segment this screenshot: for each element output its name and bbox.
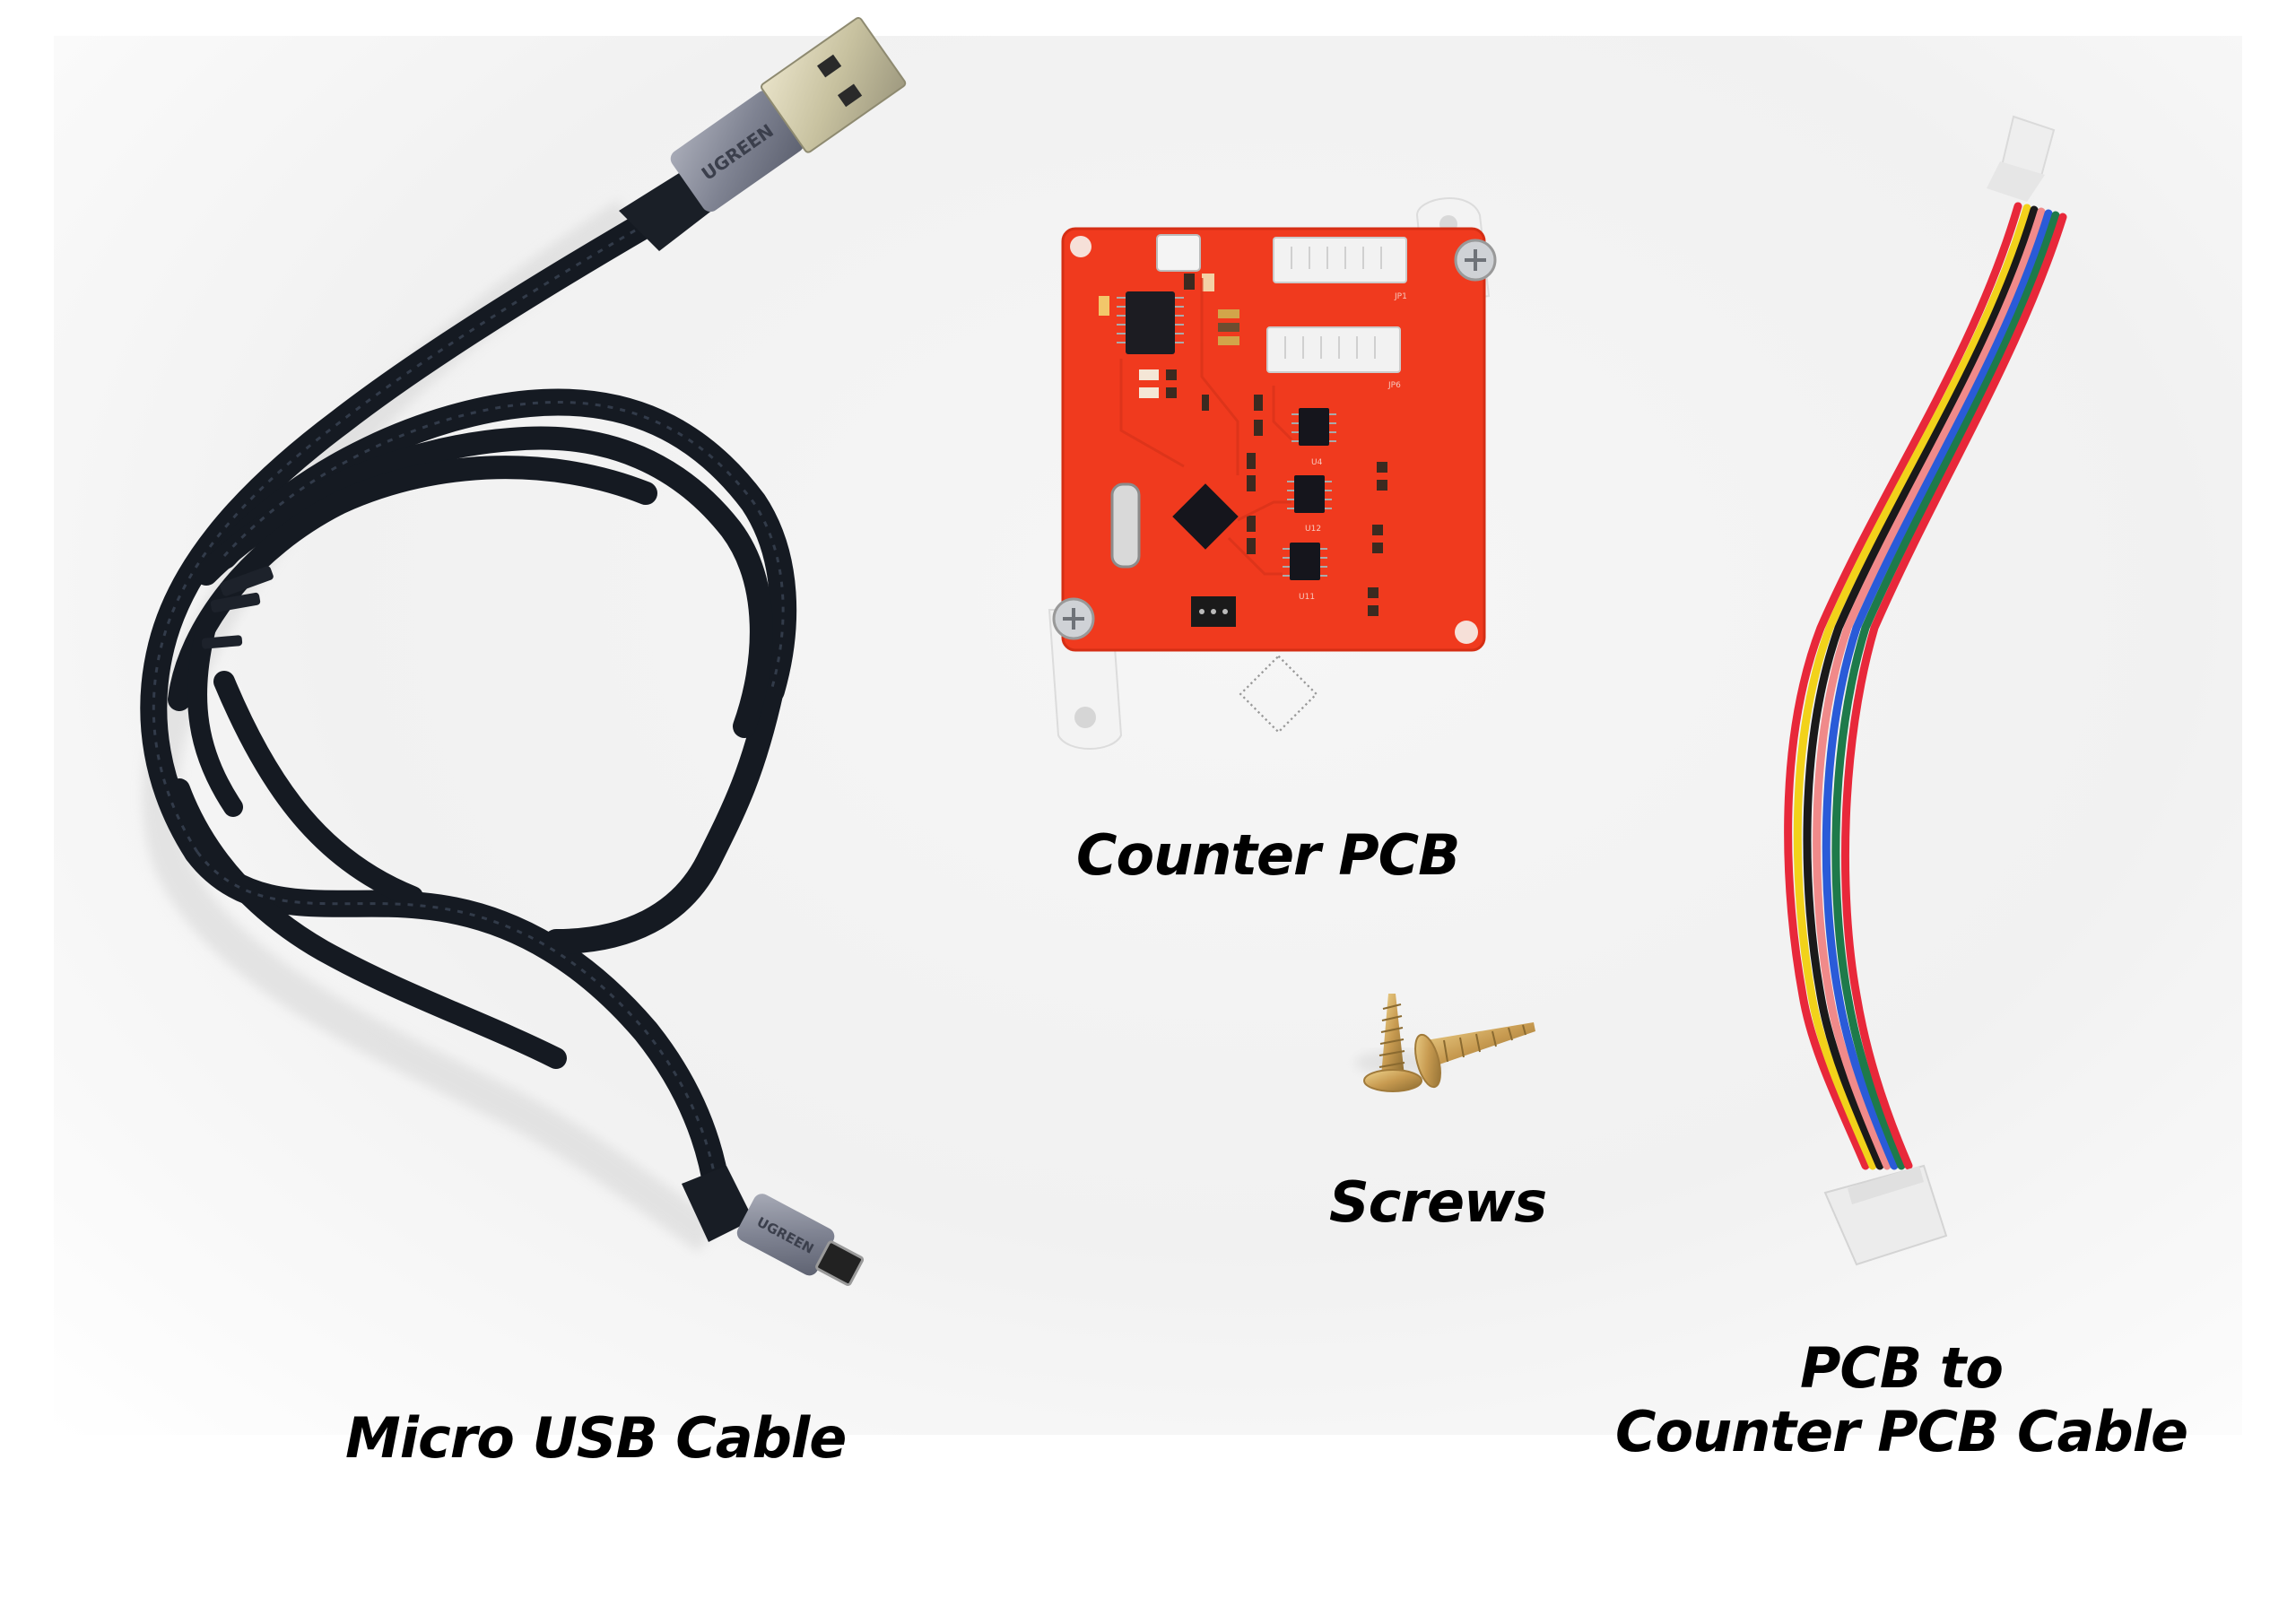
screws: [1354, 994, 1535, 1092]
caption-pcb-cable-line2: Counter PCB Cable: [1614, 1399, 2188, 1465]
caption-counter-pcb: Counter PCB: [1076, 822, 1460, 888]
silkscreen-label: JP1: [1394, 292, 1407, 301]
silkscreen-label: U4: [1311, 458, 1323, 467]
micro-usb-plug: UGREEN: [682, 1166, 865, 1287]
bottom-connector: [1823, 1164, 1948, 1266]
jst-connector-top: JP1: [1273, 237, 1407, 301]
silkscreen-label: U11: [1299, 593, 1315, 602]
caption-pcb-cable: PCB to Counter PCB Cable: [1587, 1336, 2215, 1464]
micro-usb-cable: UGREEN UGREEN: [140, 16, 907, 1287]
caption-screws: Screws: [1329, 1169, 1547, 1235]
caption-micro-usb-cable: Micro USB Cable: [345, 1405, 847, 1471]
board-screw: [1052, 597, 1095, 640]
ic-u11: U11: [1283, 543, 1327, 602]
caption-pcb-cable-line1: PCB to: [1799, 1335, 2004, 1401]
top-connector: [1987, 115, 2056, 202]
silkscreen-label: U12: [1305, 525, 1321, 534]
counter-pcb: JP1 JP6: [1048, 197, 1497, 750]
jst-connector-bottom: JP6: [1266, 326, 1401, 390]
pcb-to-counter-pcb-cable: [1784, 115, 2067, 1266]
silkscreen-label: JP6: [1387, 381, 1401, 390]
mcu-chip: [1172, 483, 1318, 734]
board-screw: [1454, 239, 1497, 282]
ic-u12: U12: [1287, 475, 1332, 534]
ic-u4: U4: [1292, 408, 1336, 467]
screw: [1363, 994, 1422, 1092]
screw: [1414, 1022, 1535, 1089]
usb-a-plug: UGREEN: [619, 16, 907, 251]
